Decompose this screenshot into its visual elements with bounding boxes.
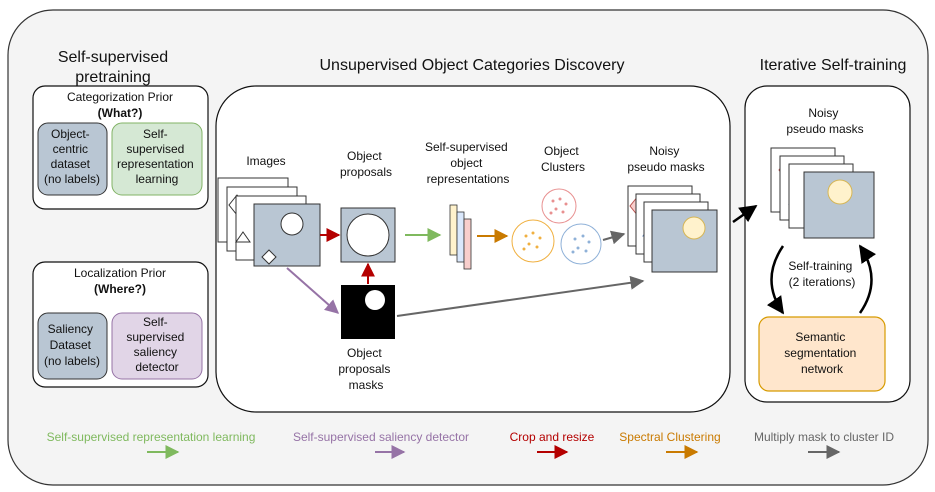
pretraining-title-line2: pretraining <box>75 69 151 86</box>
categorization-prior-panel: Categorization Prior (What?) Object- cen… <box>32 85 209 210</box>
semantic-network-label: Semantic segmentation network <box>784 330 859 376</box>
selftraining-up-arrow <box>858 244 877 314</box>
selftraining-down-arrow <box>766 245 785 315</box>
selftraining-noisy-label: Noisy pseudo masks <box>786 106 863 136</box>
discovery-title: Unsupervised Object Categories Discovery <box>319 57 624 74</box>
mask-multiply-arrow <box>396 275 645 317</box>
saliency-dataset-box <box>37 312 108 380</box>
representations-label: Self-supervised object representations <box>425 140 511 186</box>
localization-prior-panel: Localization Prior (Where?) Saliency Dat… <box>32 261 209 388</box>
proposals-label: Object proposals <box>340 149 392 179</box>
proposal-mask-image <box>341 285 395 339</box>
legend-label-multiply: Multiply mask to cluster ID <box>754 430 894 444</box>
pretraining-title-line1: Self-supervised <box>58 49 168 66</box>
noisy-masks-stack <box>627 185 718 273</box>
selftraining-masks-stack <box>770 147 875 239</box>
saliency-dataset-label: Saliency Dataset (no labels) <box>44 322 100 368</box>
legend-label-saliency: Self-supervised saliency detector <box>293 430 469 444</box>
images-stack <box>217 177 321 267</box>
saliency-detector-label: Self- supervised saliency detector <box>126 315 187 374</box>
to-selftraining-arrow <box>732 204 758 224</box>
localization-prior-title: Localization Prior <box>74 266 166 280</box>
legend-label-crop: Crop and resize <box>510 430 595 444</box>
object-proposal-image <box>340 207 396 263</box>
noisy-masks-label: Noisy pseudo masks <box>627 144 704 174</box>
categorization-prior-subtitle: (What?) <box>98 106 143 120</box>
categorization-prior-title: Categorization Prior <box>67 90 173 104</box>
object-centric-dataset-label: Object- centric dataset (no labels) <box>44 127 100 186</box>
legend-label-representation: Self-supervised representation learning <box>47 430 256 444</box>
representation-vectors <box>449 204 472 270</box>
legend-label-spectral: Spectral Clustering <box>619 430 720 444</box>
saliency-detector-box <box>111 312 203 380</box>
legend: Self-supervised representation learning … <box>47 430 894 459</box>
representation-learning-box <box>111 122 203 196</box>
images-label: Images <box>246 154 285 168</box>
object-centric-dataset-box <box>37 122 108 196</box>
cluster-id-arrow <box>602 230 626 245</box>
localization-prior-subtitle: (Where?) <box>94 282 146 296</box>
object-clusters <box>511 188 602 265</box>
clusters-label: Object Clusters <box>541 144 585 174</box>
selftraining-title: Iterative Self-training <box>760 57 907 74</box>
proposal-masks-label: Object proposals masks <box>338 346 393 392</box>
semantic-network-box <box>758 316 886 392</box>
selftraining-loop-label: Self-training (2 iterations) <box>788 259 855 289</box>
representation-learning-label: Self- supervised representation learning <box>117 127 197 186</box>
saliency-arrow <box>286 267 340 314</box>
